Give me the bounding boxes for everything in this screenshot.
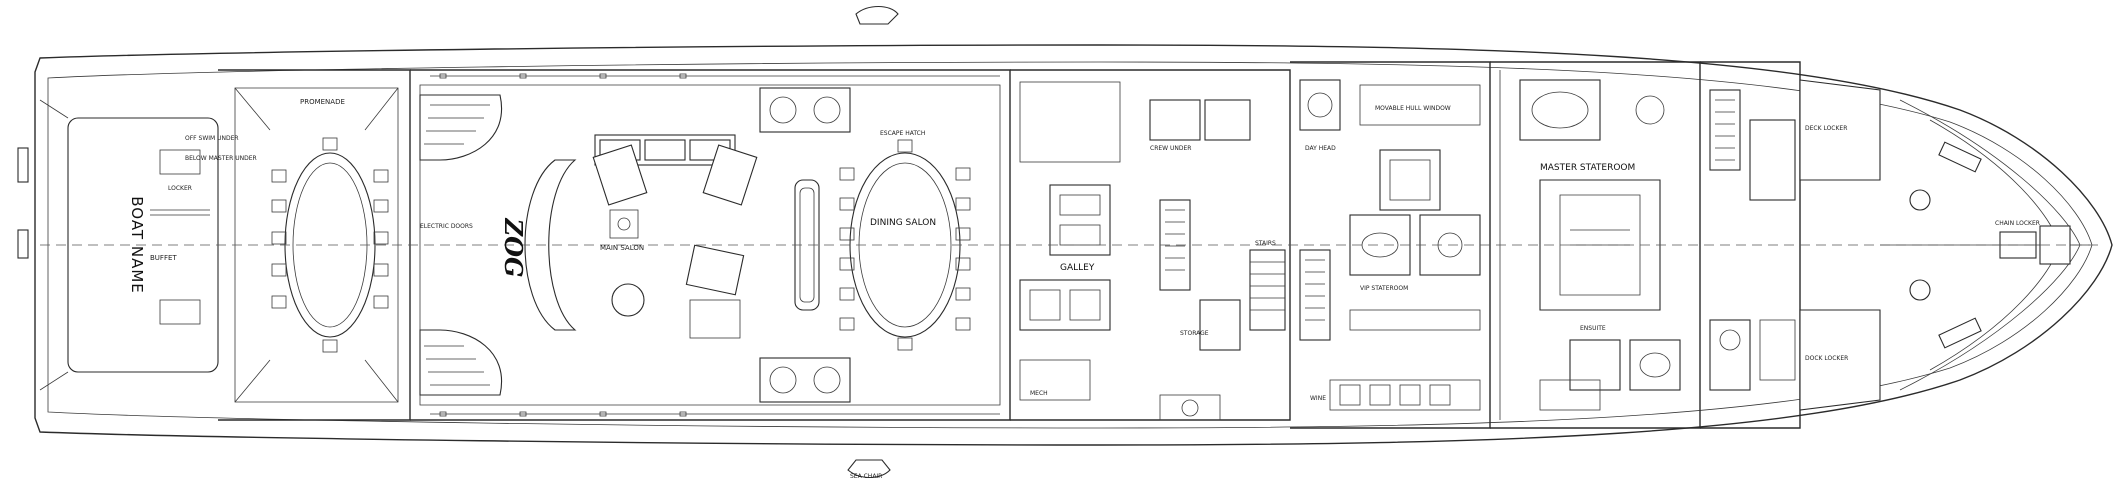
drawing-labels: BOAT NAME ZOG PROMENADE OFF SWIM UNDER B…	[128, 98, 2040, 480]
label-galley: GALLEY	[1060, 263, 1095, 273]
label-storage: STORAGE	[1180, 330, 1209, 337]
logo-mark: ZOG	[499, 218, 528, 278]
main-salon	[410, 69, 1011, 421]
label-buffet: BUFFET	[150, 254, 177, 262]
label-movable-window: MOVABLE HULL WINDOW	[1375, 105, 1451, 112]
label-dining-salon: DINING SALON	[870, 218, 936, 228]
label-chain-locker: CHAIN LOCKER	[1995, 220, 2040, 227]
label-stairs: STAIRS	[1255, 240, 1276, 247]
label-master: MASTER STATEROOM	[1540, 163, 1635, 173]
label-ensuite: ENSUITE	[1580, 325, 1606, 332]
label-swim: OFF SWIM UNDER	[185, 135, 239, 142]
label-escape-hatch: ESCAPE HATCH	[880, 130, 925, 137]
label-master-under: BELOW MASTER UNDER	[185, 155, 257, 162]
label-dock-locker: DOCK LOCKER	[1805, 355, 1848, 362]
label-deck-locker: DECK LOCKER	[1805, 125, 1847, 132]
label-day-head: DAY HEAD	[1305, 145, 1336, 152]
label-crew: CREW UNDER	[1150, 145, 1191, 152]
label-electric-doors: ELECTRIC DOORS	[420, 223, 473, 230]
label-vip: VIP STATEROOM	[1360, 285, 1408, 292]
boat-name-label: BOAT NAME	[128, 196, 146, 294]
label-gear-locker: LOCKER	[168, 185, 192, 192]
label-promenade: PROMENADE	[300, 98, 345, 106]
label-sea-chair: SEA CHAIR	[850, 473, 882, 480]
label-main-salon: MAIN SALON	[600, 244, 644, 252]
label-mech: MECH	[1030, 390, 1048, 397]
label-wine: WINE	[1310, 395, 1326, 402]
